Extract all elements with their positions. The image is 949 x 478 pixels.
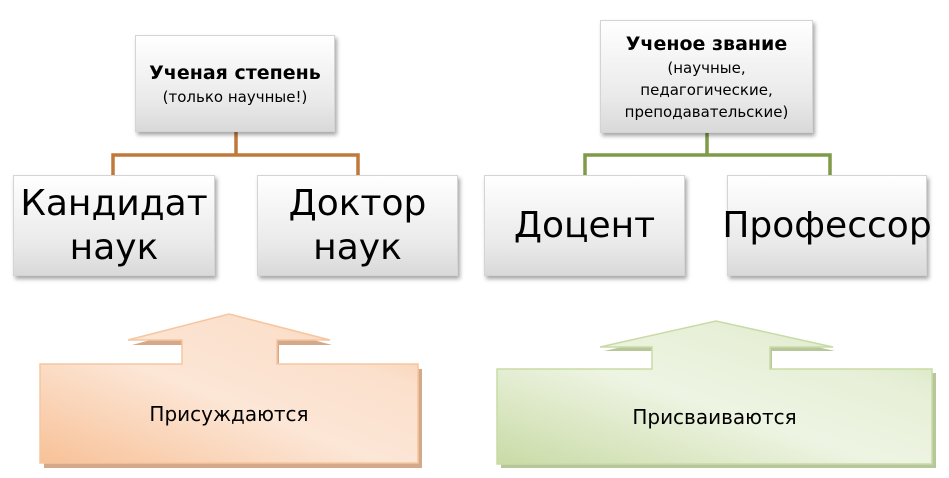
degree-title: Ученая степень	[149, 61, 321, 84]
rank-title: Ученое звание	[625, 32, 788, 55]
degree-arrow-label: Присуждаются	[149, 401, 309, 426]
doctor-box: Доктор наук	[257, 175, 458, 276]
candidate-box: Кандидат наук	[13, 175, 215, 276]
professor-box: Профессор	[722, 175, 932, 276]
rank-connector	[583, 133, 832, 175]
rank-box: Ученое звание (научные, педагогические, …	[600, 20, 813, 133]
docent-box: Доцент	[484, 175, 685, 276]
degree-box: Ученая степень (только научные!)	[135, 35, 335, 132]
rank-subtitle: (научные, педагогические, преподавательс…	[624, 58, 789, 121]
degree-connector	[111, 132, 360, 175]
degree-subtitle: (только научные!)	[162, 87, 308, 106]
rank-arrow-label: Присваиваются	[632, 404, 797, 429]
